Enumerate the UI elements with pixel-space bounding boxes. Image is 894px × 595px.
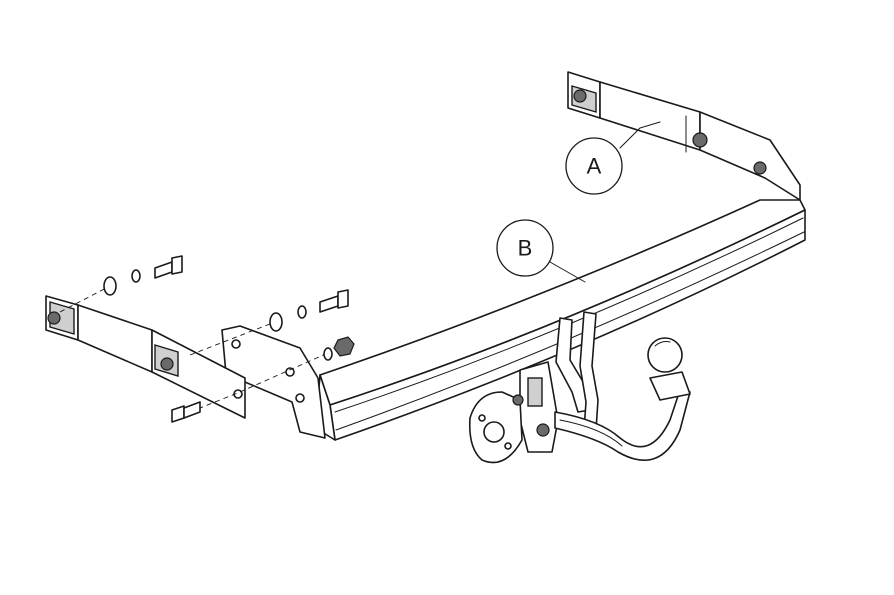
bolt-head — [337, 289, 349, 309]
callout-b: B — [496, 219, 586, 283]
left-side-plate — [221, 325, 326, 439]
fastener-set-middle — [189, 289, 349, 356]
nut — [333, 336, 355, 357]
bolt-shank — [154, 261, 173, 279]
callout-b-circle — [496, 219, 554, 277]
tow-hook-assembly — [468, 311, 691, 464]
bolt-head — [171, 255, 183, 275]
nut — [47, 311, 61, 325]
spring-washer — [323, 347, 333, 361]
nut — [536, 423, 550, 437]
bolt-shank — [319, 295, 339, 313]
callout-b-label: B — [518, 236, 533, 261]
bolt-head — [171, 405, 185, 423]
tow-ball — [647, 337, 683, 373]
tow-neck — [554, 389, 691, 461]
left-mounting-bracket — [45, 295, 246, 419]
bolt-head — [753, 161, 767, 175]
washer — [103, 276, 117, 296]
callout-a-label: A — [587, 154, 602, 179]
bolt-head — [573, 89, 587, 103]
release-lever — [527, 377, 543, 407]
callout-a: A — [565, 121, 661, 195]
washer — [269, 312, 283, 332]
spring-washer — [131, 269, 141, 283]
callout-a-circle — [565, 137, 623, 195]
nut — [512, 394, 524, 406]
right-mounting-bracket — [567, 71, 801, 201]
fastener-set-lower — [171, 336, 355, 423]
spring-washer — [297, 305, 307, 319]
bolt-head — [692, 132, 708, 148]
fastener-set-upper — [59, 255, 183, 313]
nut — [160, 357, 174, 371]
bolt-shank — [183, 401, 201, 419]
